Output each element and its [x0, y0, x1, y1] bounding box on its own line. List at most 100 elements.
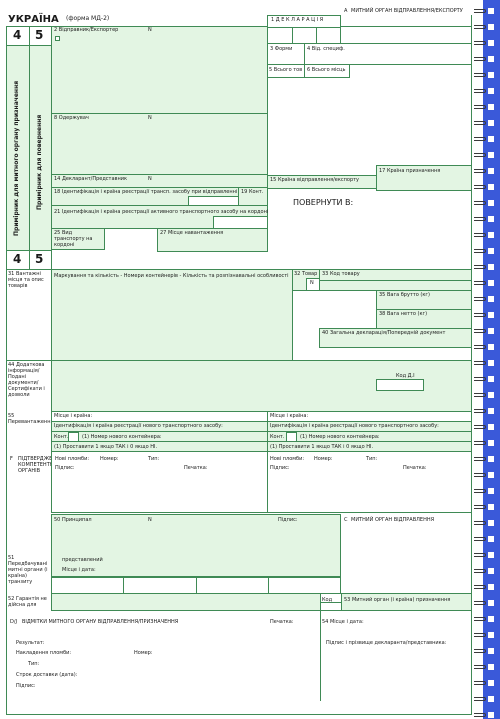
- binding-hole: [488, 40, 494, 46]
- principal-n-label: N: [148, 517, 152, 523]
- binding-hole: [488, 616, 494, 622]
- consignee-box[interactable]: [51, 113, 268, 175]
- transit-offices-label: 51 Передбачувані митні органи (і країна)…: [8, 555, 48, 585]
- customs-sender-label: МИТНИЙ ОРГАН ВІДПРАВЛЕННЯ/ЕКСПОРТУ: [351, 8, 463, 14]
- section-d-title: ВІДМІТКИ МИТНОГО ОРГАНУ ВІДПРАВЛЕННЯ/ПРИ…: [22, 619, 179, 625]
- seal-number-left: Номер:: [100, 456, 119, 462]
- guarantee-code-input[interactable]: [320, 602, 342, 611]
- container-label-19: 19 Конт.: [241, 189, 264, 195]
- destination-country-label: 17 Країна призначення: [379, 168, 441, 174]
- binding-ring: [474, 297, 486, 301]
- new-container-left-label: Конт.: [54, 434, 69, 440]
- binding-ring: [474, 441, 486, 445]
- gross-weight-label: 35 Вага брутто (кг): [379, 292, 430, 298]
- binding-hole: [488, 200, 494, 206]
- binding-ring: [474, 473, 486, 477]
- previous-document-box[interactable]: [319, 328, 472, 348]
- binding-hole: [488, 472, 494, 478]
- total-packages-label: 6 Всього місць: [307, 67, 346, 73]
- binding-hole: [488, 456, 494, 462]
- binding-ring: [474, 153, 486, 157]
- guarantee-box[interactable]: [51, 593, 321, 611]
- additional-info-code: Код Д.І: [396, 373, 415, 379]
- binding-hole: [488, 392, 494, 398]
- sender-n-label: N: [148, 27, 152, 33]
- signature-right: Підпис:: [270, 465, 290, 471]
- binding-ring: [474, 585, 486, 589]
- binding-ring: [474, 377, 486, 381]
- binding-hole: [488, 120, 494, 126]
- binding-ring: [474, 137, 486, 141]
- confirmation-right[interactable]: [267, 451, 472, 513]
- binding-hole: [488, 568, 494, 574]
- declaration-divider: [267, 27, 341, 28]
- row-divider-totals: [267, 64, 472, 65]
- binding-ring: [474, 521, 486, 525]
- corner-letter-c: С: [344, 517, 348, 523]
- binding-hole: [488, 408, 494, 414]
- declaration-divider-v2: [316, 27, 317, 44]
- binding-hole: [488, 152, 494, 158]
- binding-hole: [488, 536, 494, 542]
- side-label-return: Примірник для повернення: [36, 114, 43, 210]
- binding-hole: [488, 376, 494, 382]
- new-seals-right: Нові пломби:: [270, 456, 305, 462]
- row-divider-forms: [267, 43, 472, 44]
- new-transport-left-label: Ідентифікація і країна реєстрації нового…: [54, 423, 223, 429]
- transport-mode-box[interactable]: [51, 228, 105, 250]
- total-packages-box[interactable]: [304, 64, 350, 78]
- guarantee-code: Код: [322, 597, 333, 603]
- binding-ring: [474, 393, 486, 397]
- binding-ring: [474, 281, 486, 285]
- binding-ring: [474, 201, 486, 205]
- copy-number-divider-top: [29, 26, 30, 46]
- additional-info-label: 44 Додаткова інформація/ Подані документ…: [8, 362, 45, 398]
- section-d-letter: D/J: [10, 619, 18, 625]
- transshipment-label: 55 Перевантаження: [8, 413, 54, 425]
- declarant-label: 14 Декларант/Представник: [54, 176, 127, 182]
- binding-hole: [488, 680, 494, 686]
- forms-label: 3 Форми: [270, 46, 293, 52]
- item-number-label: 32 Товар: [294, 271, 318, 277]
- principal-label: 50 Принципал: [54, 517, 92, 523]
- binding-ring: [474, 233, 486, 237]
- container-note-right-text: (1) Проставити 1 якщо ТАК і 0 якщо НІ.: [270, 444, 374, 450]
- binding-ring: [474, 617, 486, 621]
- new-container-right-number: (1) Номер нового контейнера:: [300, 434, 380, 440]
- principal-box[interactable]: [51, 514, 341, 577]
- confirmation-left[interactable]: [51, 451, 268, 513]
- binding-hole: [488, 360, 494, 366]
- binding-ring: [474, 313, 486, 317]
- sender-box[interactable]: [51, 26, 268, 114]
- guarantee-label: 52 Гарантія не дійсна для: [8, 596, 47, 608]
- return-to-label: ПОВЕРНУТИ В:: [293, 198, 354, 207]
- stamp-right: Печатка:: [403, 465, 427, 471]
- destination-office-box[interactable]: [341, 593, 472, 611]
- binding-ring: [474, 89, 486, 93]
- binding-hole: [488, 632, 494, 638]
- consignee-n-label: N: [148, 115, 152, 121]
- outer-border-left: [6, 26, 7, 715]
- packages-description-box[interactable]: [51, 269, 293, 361]
- seal-type-right: Тип:: [366, 456, 378, 462]
- consignee-label: 8 Одержувач: [54, 115, 89, 121]
- border-transport-label: 21 Ідентифікація і країна реєстрації акт…: [54, 209, 269, 215]
- binding-ring: [474, 649, 486, 653]
- binding-ring: [474, 41, 486, 45]
- total-goods-box[interactable]: [267, 64, 305, 78]
- packages-description-subtitle: Маркування та кількість - Номери контейн…: [54, 273, 289, 279]
- binding-ring: [474, 665, 486, 669]
- sender-checkbox[interactable]: [55, 36, 60, 41]
- binding-hole: [488, 72, 494, 78]
- new-transport-right-label: Ідентифікація і країна реєстрації нового…: [270, 423, 439, 429]
- loading-place-box[interactable]: [157, 228, 268, 252]
- destination-country-box[interactable]: [376, 165, 472, 191]
- binding-ring: [474, 169, 486, 173]
- binding-ring: [474, 361, 486, 365]
- additional-info-code-input[interactable]: [376, 379, 424, 391]
- result-label: Результат:: [16, 640, 45, 646]
- copy-digit-b-bottom: 5: [35, 252, 44, 266]
- binding-hole: [488, 552, 494, 558]
- seals-type-label: Тип:: [28, 661, 40, 667]
- commodity-code-divider: [319, 280, 472, 281]
